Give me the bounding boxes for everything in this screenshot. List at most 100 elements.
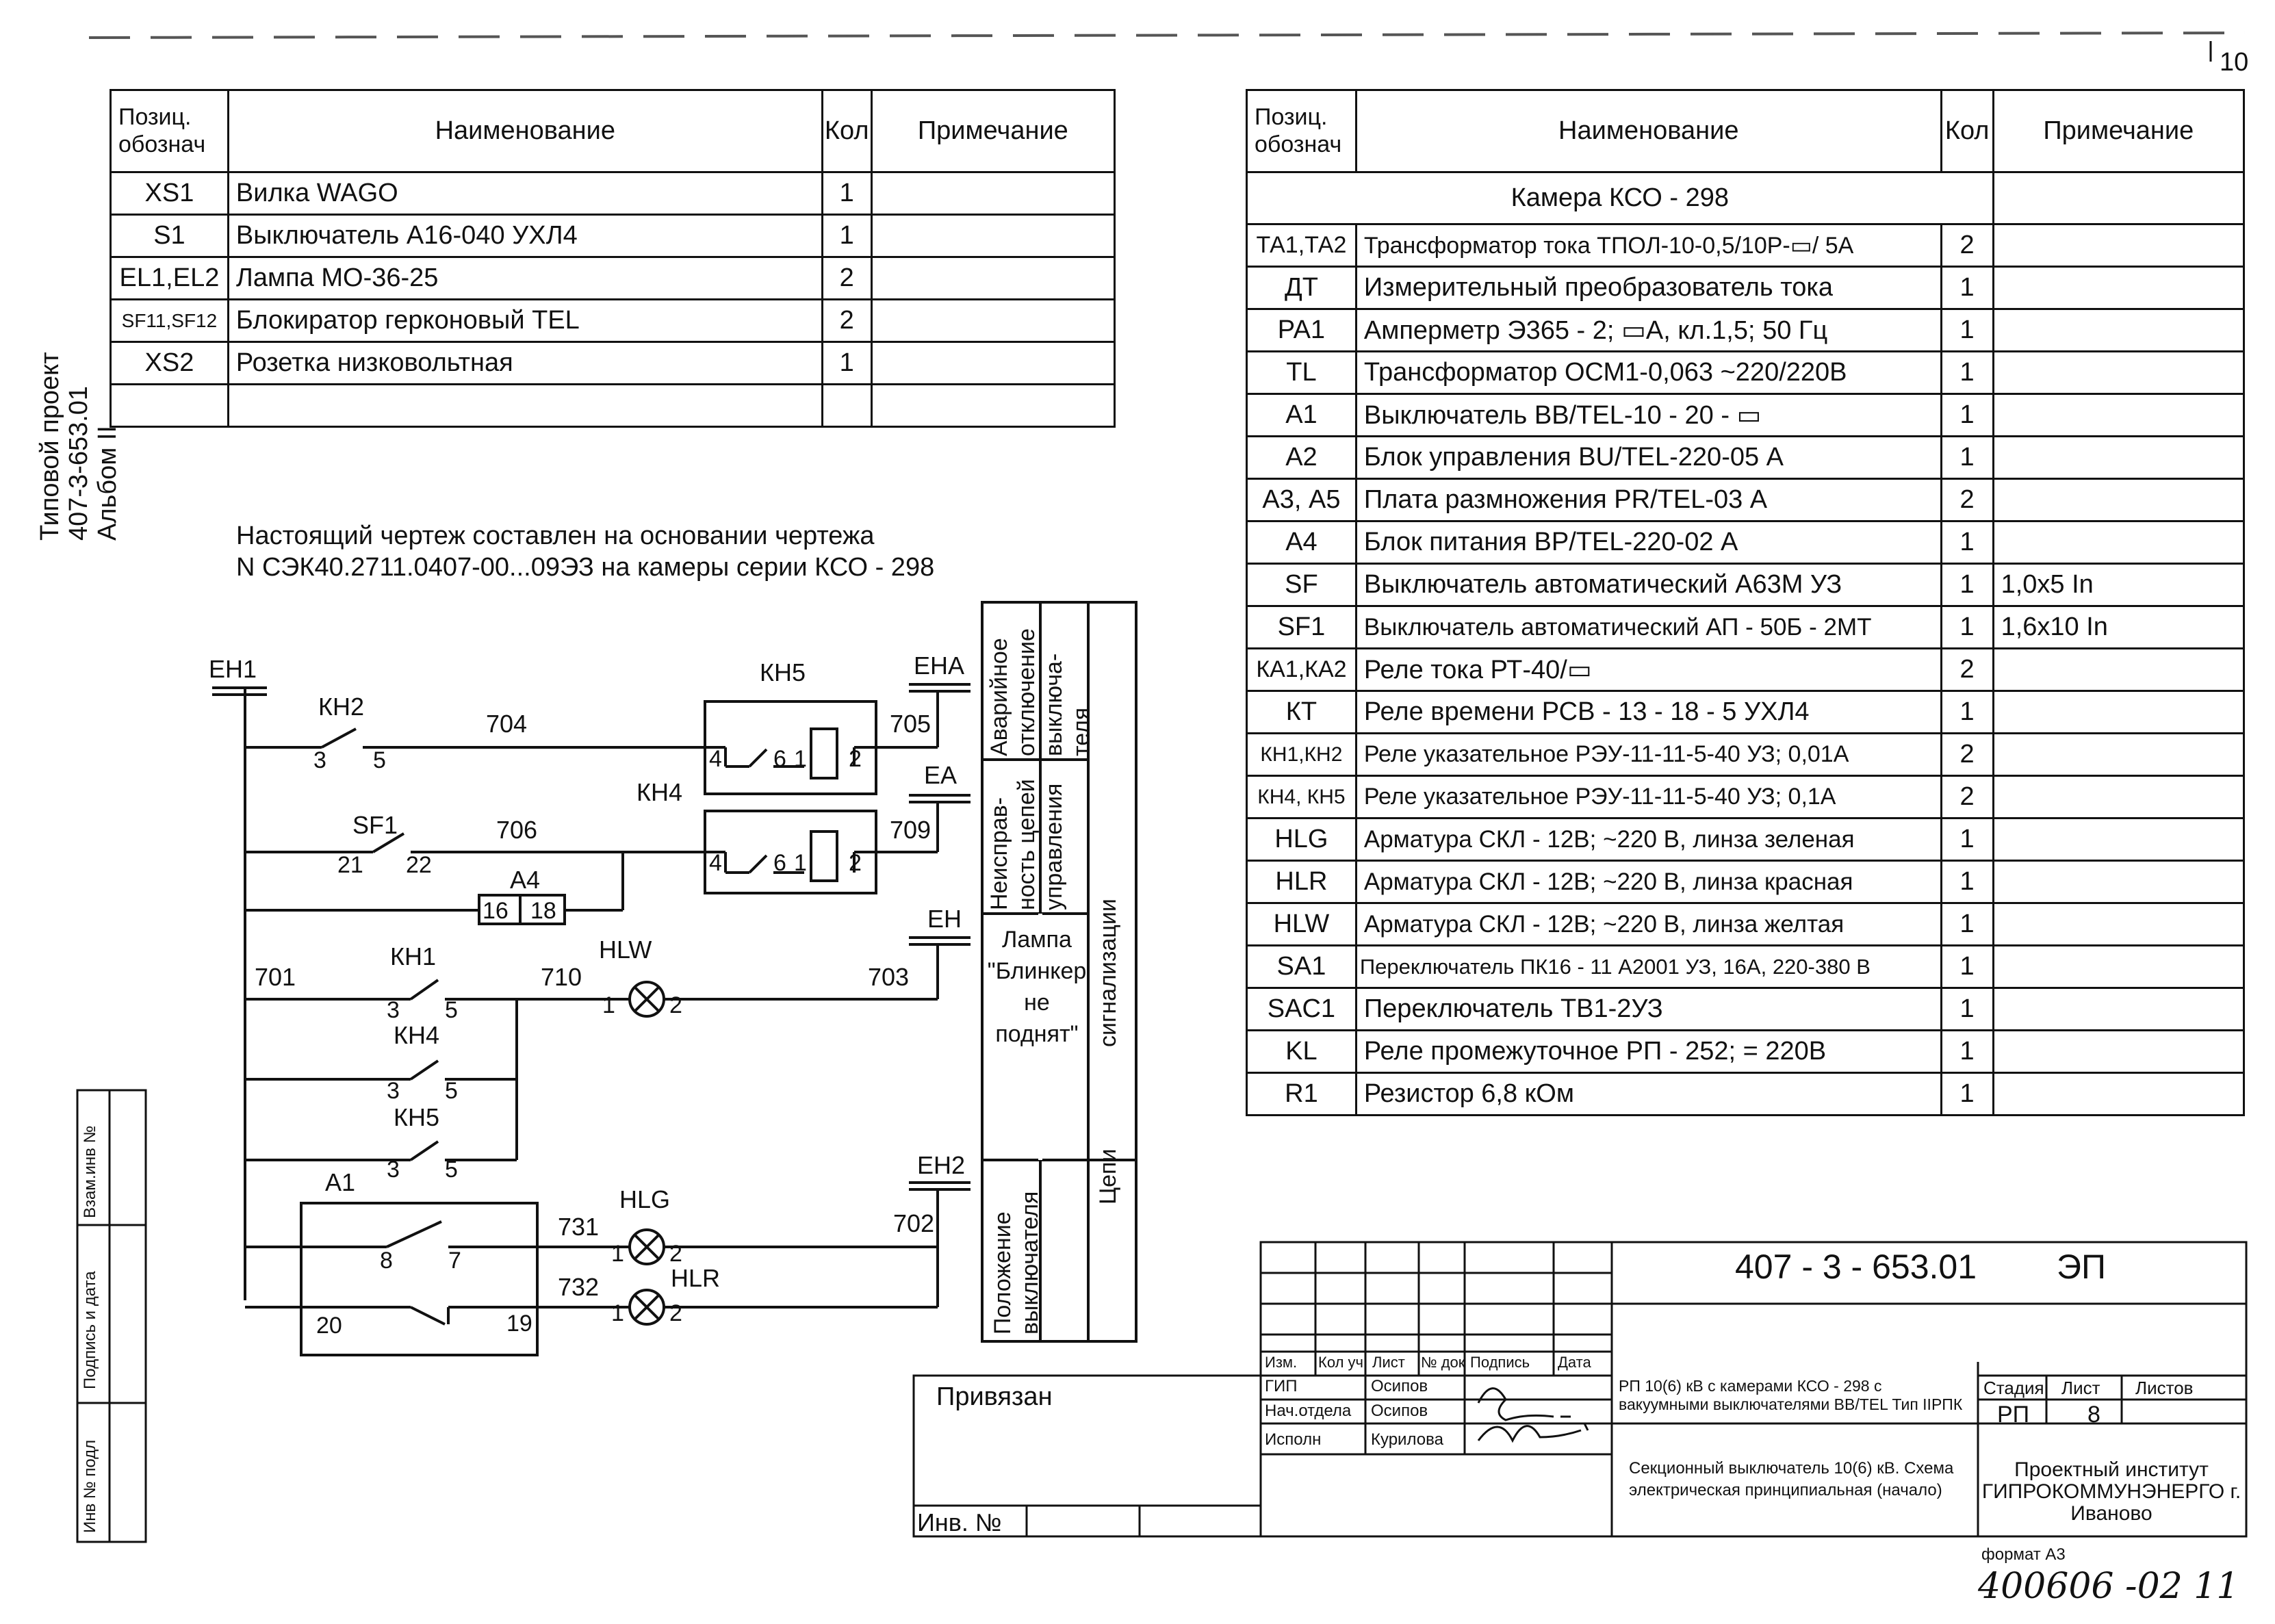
sheet-label: Лист <box>2061 1378 2100 1398</box>
relay-label: А1 <box>325 1168 355 1196</box>
terminal-label: 5 <box>445 1157 458 1183</box>
terminal-label: 2 <box>669 992 682 1018</box>
terminal-label: 7 <box>448 1248 461 1274</box>
terminal-label: 16 <box>483 898 509 924</box>
name-exec: Курилова <box>1371 1430 1443 1449</box>
terminal-label: 4 <box>709 850 722 876</box>
terminal-label: 3 <box>387 1078 400 1104</box>
right-table-header: Позиц. обознач Наименование Кол Примечан… <box>1246 89 2246 173</box>
terminal-label: 20 <box>316 1313 342 1339</box>
terminal-label: 5 <box>445 1078 458 1104</box>
col-list: Лист <box>1372 1354 1405 1371</box>
header-pos: Позиц. обознач <box>110 89 229 173</box>
terminal-label: 6 <box>773 850 786 876</box>
bus-label: ЕН <box>927 905 962 933</box>
terminal-label: 22 <box>406 852 432 878</box>
wire-label: 703 <box>868 963 909 991</box>
wire-label: 709 <box>890 816 931 844</box>
terminal-label: 6 <box>773 746 786 772</box>
name-head: Осипов <box>1371 1402 1428 1420</box>
privyazan-label: Привязан <box>936 1382 1053 1411</box>
col-izm: Изм. <box>1265 1354 1298 1371</box>
terminal-label: 2 <box>849 746 862 772</box>
top-border <box>88 31 2246 62</box>
terminal-label: 2 <box>849 850 862 876</box>
schematic-diagram: ЕН1 ЕНА ЕА ЕН ЕН2 КН2 КН5 КН4 SF1 А4 КН1… <box>209 601 1138 1356</box>
institute: Проектный институт ГИПРОКОММУНЭНЕРГО г. … <box>1981 1458 2241 1525</box>
terminal-label: 18 <box>530 898 556 924</box>
col-sign: Подпись <box>1470 1354 1530 1371</box>
note-line1: Настоящий чертеж составлен на основании … <box>236 521 875 550</box>
terminal-label: 1 <box>602 992 615 1018</box>
role-head: Нач.отдела <box>1265 1402 1352 1420</box>
header-qty: Кол <box>821 89 873 173</box>
terminal-label: 1 <box>611 1300 624 1326</box>
bus-label: ЕН1 <box>209 655 257 683</box>
lamp-label: HLW <box>599 936 652 964</box>
handwritten-number: 400606 -02 11 <box>1978 1566 2239 1607</box>
left-spec-table: Позиц. обознач Наименование Кол Примечан… <box>110 89 1116 428</box>
terminal-label: 3 <box>313 747 326 773</box>
terminal-label: 8 <box>380 1248 393 1274</box>
relay-label: КН4 <box>394 1021 439 1049</box>
sheet-title: Секционный выключатель 10(6) кВ. Схема э… <box>1629 1459 1954 1499</box>
stage-value: РП <box>1997 1402 2030 1428</box>
left-table-header: Позиц. обознач Наименование Кол Примечан… <box>110 89 1116 173</box>
page-number: 10 <box>2220 48 2249 77</box>
header-pos: Позиц. обознач <box>1246 89 1357 173</box>
side-label-blinker: Лампа "Блинкер не поднят" <box>987 927 1087 1047</box>
terminal-label: 1 <box>794 850 807 876</box>
lamp-label: HLG <box>619 1185 670 1213</box>
relay-label: SF1 <box>352 811 398 839</box>
header-name: Наименование <box>1354 89 1942 173</box>
terminal-label: 3 <box>387 1157 400 1183</box>
bus-label: ЕНА <box>914 652 964 680</box>
drawing-code: 407 - 3 - 653.01 <box>1735 1248 1977 1286</box>
left-margin-frame <box>76 1089 147 1543</box>
wire-label: 701 <box>255 963 296 991</box>
relay-label: КН5 <box>760 658 806 686</box>
terminal-label: 2 <box>669 1300 682 1326</box>
note-text: Настоящий чертеж составлен на основании … <box>236 520 934 583</box>
header-note: Примечание <box>870 89 1116 173</box>
col-date: Дата <box>1558 1354 1591 1371</box>
wire-label: 704 <box>486 710 527 738</box>
wire-label: 705 <box>890 710 931 738</box>
header-note: Примечание <box>1992 89 2246 173</box>
wire-label: 702 <box>893 1209 934 1237</box>
role-gip: ГИП <box>1265 1377 1298 1395</box>
col-kol: Кол уч <box>1318 1354 1363 1371</box>
relay-label: А4 <box>510 866 540 894</box>
terminal-label: 19 <box>506 1311 532 1337</box>
format-label: формат А3 <box>1981 1545 2066 1564</box>
wire-label: 732 <box>558 1273 599 1301</box>
terminal-label: 21 <box>337 852 363 878</box>
col-doc: № док <box>1421 1354 1465 1371</box>
name-gip: Осипов <box>1371 1377 1428 1395</box>
table-row <box>110 383 1116 428</box>
lamp-label: HLR <box>671 1264 720 1292</box>
terminal-label: 5 <box>445 997 458 1023</box>
relay-label: КН2 <box>318 693 364 721</box>
sheet-type: ЭП <box>2057 1248 2106 1286</box>
section-title: Камера КСО - 298 <box>1246 171 1994 225</box>
terminal-label: 4 <box>709 746 722 772</box>
